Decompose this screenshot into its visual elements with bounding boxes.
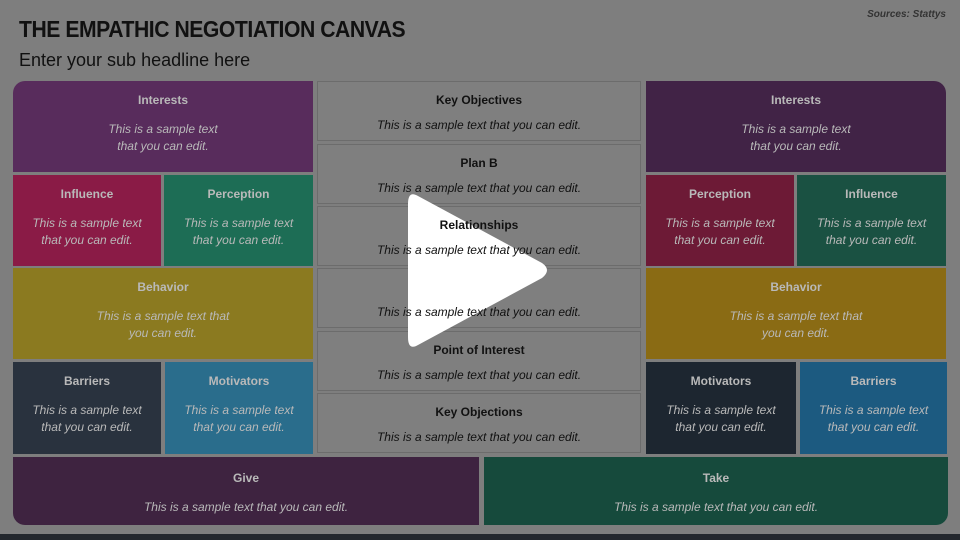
box-title: Behavior (770, 280, 822, 294)
box-title: Motivators (690, 374, 752, 388)
box-title: Perception (207, 187, 270, 201)
box-title: Key Objections (435, 405, 523, 419)
box-text: This is a sample text that you can edit. (816, 216, 927, 247)
box-title: Influence (845, 187, 898, 201)
box-text: This is a sample text that you can edit. (613, 500, 819, 514)
box-title: Barriers (63, 374, 111, 388)
box-title: Barriers (850, 374, 897, 388)
box-text: This is a sample text that you can edit. (184, 403, 294, 434)
box-text: This is a sample text that you can edit. (32, 403, 142, 434)
video-control-bar (0, 534, 960, 540)
play-button[interactable] (404, 188, 554, 358)
box-text: This is a sample text that you can edit. (376, 243, 582, 257)
box-title: Key Objectives (435, 93, 523, 107)
box-text: This is a sample text that you can edit. (376, 368, 582, 382)
box-title: Point of Interest (433, 343, 525, 357)
box-text: This is a sample text that you can edit. (32, 216, 142, 247)
box-text: This is a sample text that you can edit. (376, 181, 582, 195)
box-text: This is a sample text that you can edit. (183, 216, 294, 247)
source-note: Sources: Stattys (867, 9, 946, 20)
center-box-plan-b: Plan B This is a sample text that you can… (317, 144, 641, 204)
box-text: This is a sample text that you can edit. (376, 305, 582, 319)
slide-subtitle: Enter your sub headline here (19, 50, 251, 70)
play-icon (408, 194, 547, 347)
box-text: This is a sample text that you can edit. (143, 500, 349, 514)
slide-title: THE EMPATHIC NEGOTIATION CANVAS (19, 16, 406, 42)
box-text: This is a sample text that you can edit. (376, 430, 582, 444)
box-text: This is a sample text that you can edit. (96, 309, 230, 340)
box-text: This is a sample text that you can edit. (376, 118, 582, 132)
box-title: Give (232, 471, 259, 485)
box-title: Influence (60, 187, 114, 201)
box-title: Relationships (439, 218, 519, 232)
box-text: This is a sample text that you can edit. (818, 403, 929, 434)
box-title: Plan B (460, 156, 498, 170)
box-title: Motivators (208, 374, 270, 388)
box-text: This is a sample text that you can edit. (741, 122, 851, 153)
box-title: Take (702, 471, 730, 485)
box-text: This is a sample text that you can edit. (729, 309, 863, 340)
box-text: This is a sample text that you can edit. (665, 216, 775, 247)
box-text: This is a sample text that you can edit. (666, 403, 776, 434)
box-title: Behavior (137, 280, 189, 294)
box-text: This is a sample text that you can edit. (108, 122, 218, 153)
box-title: Interests (770, 93, 822, 107)
box-title: Perception (688, 187, 751, 201)
box-title: Interests (137, 93, 189, 107)
